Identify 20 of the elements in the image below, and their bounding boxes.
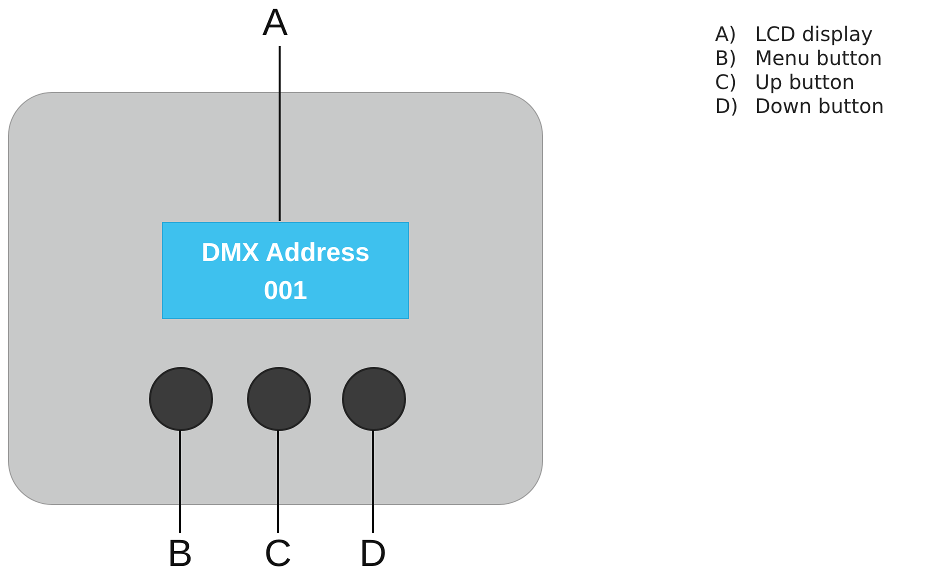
display-text: 001 bbox=[264, 274, 308, 306]
leader-line bbox=[179, 430, 181, 533]
key-text: LCD display bbox=[755, 22, 873, 46]
callout-letter: D bbox=[353, 535, 393, 575]
callout-letter: B bbox=[160, 535, 200, 575]
key-text: Up button bbox=[755, 70, 855, 94]
lcd-screen bbox=[162, 222, 409, 319]
key-letter: D) bbox=[715, 94, 738, 118]
key-text: Down button bbox=[755, 94, 884, 118]
callout-letter: C bbox=[258, 535, 298, 575]
key-letter: B) bbox=[715, 46, 737, 70]
callout-letter: A bbox=[255, 4, 295, 44]
leader-line bbox=[278, 46, 281, 221]
leader-line bbox=[372, 430, 374, 533]
key-letter: C) bbox=[715, 70, 737, 94]
leader-line bbox=[277, 430, 279, 533]
key-letter: A) bbox=[715, 22, 736, 46]
display-text: DMX Address bbox=[201, 236, 370, 268]
key-text: Menu button bbox=[755, 46, 882, 70]
device-panel bbox=[8, 92, 543, 505]
